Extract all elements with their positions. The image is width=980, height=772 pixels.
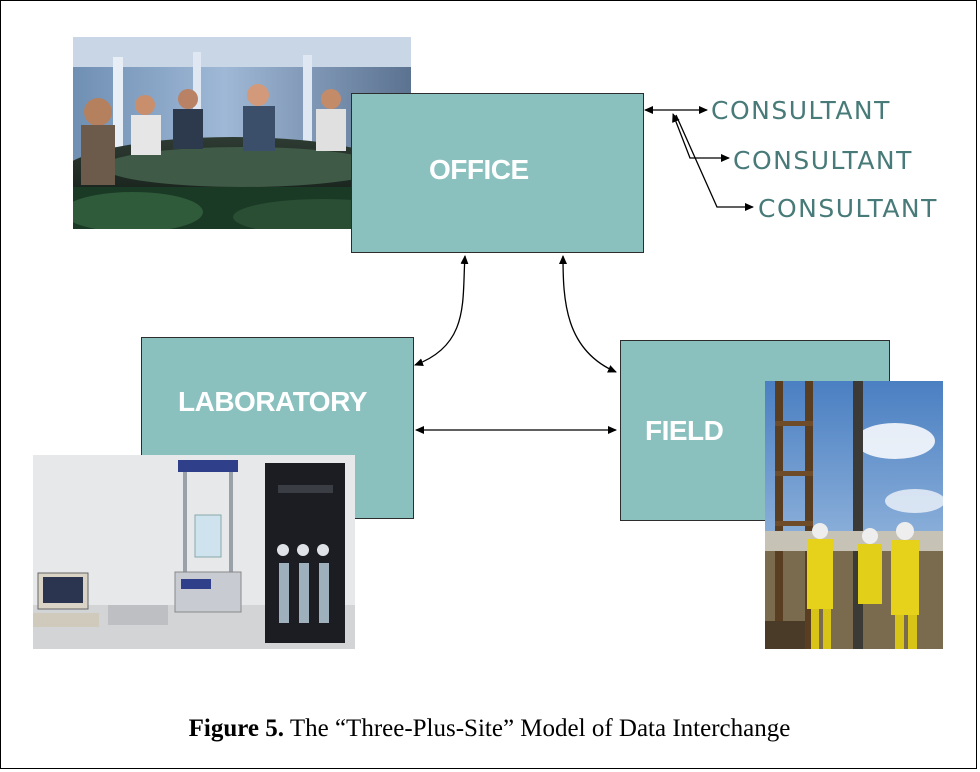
drill-crew-photo bbox=[765, 381, 943, 649]
office-label: OFFICE bbox=[429, 154, 529, 185]
office-box: OFFICE bbox=[351, 93, 644, 253]
consultant-label-2: CONSULTANT bbox=[733, 146, 913, 175]
arrow-branch-consultant-2 bbox=[672, 113, 730, 162]
field-label: FIELD bbox=[645, 415, 724, 446]
meeting-room-photo bbox=[73, 37, 411, 229]
consultant-label-1: CONSULTANT bbox=[711, 96, 891, 125]
caption-prefix: Figure 5. bbox=[188, 715, 285, 742]
arrow-office-laboratory bbox=[414, 255, 469, 367]
arrow-office-field bbox=[559, 255, 617, 373]
figure-caption: Figure 5. The “Three-Plus-Site” Model of… bbox=[1, 715, 978, 743]
laboratory-label: LABORATORY bbox=[178, 386, 367, 417]
arrow-branch-consultant-3 bbox=[675, 114, 754, 211]
lab-equipment-photo bbox=[33, 455, 355, 649]
caption-text: The “Three-Plus-Site” Model of Data Inte… bbox=[284, 715, 791, 742]
consultant-label-3: CONSULTANT bbox=[758, 194, 938, 223]
